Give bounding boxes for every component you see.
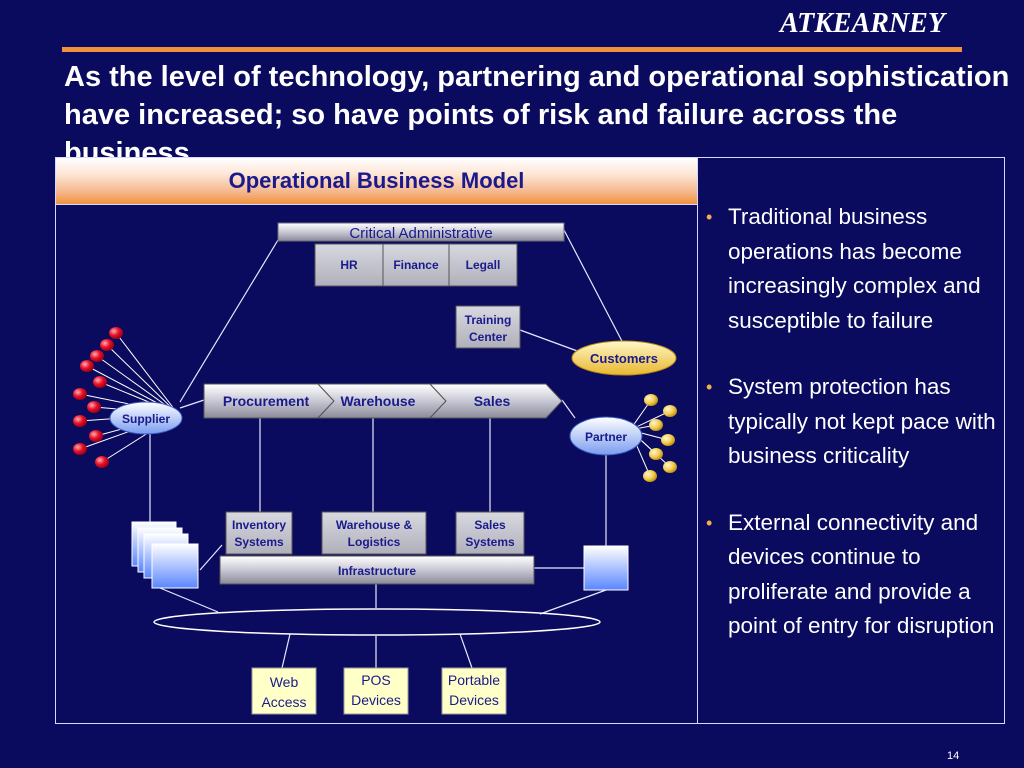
svg-text:Systems: Systems xyxy=(465,535,515,549)
bullet-text: External connectivity and devices contin… xyxy=(728,509,995,639)
bullet-item: • System protection has typically not ke… xyxy=(706,370,1006,474)
partner-node xyxy=(661,434,675,446)
supplier-node xyxy=(93,376,107,388)
bullet-icon: • xyxy=(706,512,713,533)
systems-boxes: Inventory Systems Warehouse & Logistics … xyxy=(225,511,525,555)
customers-label: Customers xyxy=(590,351,658,366)
svg-text:Inventory: Inventory xyxy=(232,518,286,532)
value-chain: Procurement Warehouse Sales xyxy=(203,383,563,419)
bullet-list: • Traditional business operations has be… xyxy=(706,200,1006,676)
partner-node xyxy=(663,461,677,473)
partner-label: Partner xyxy=(585,430,627,444)
supplier-node xyxy=(73,443,87,455)
svg-text:Center: Center xyxy=(469,330,507,344)
header-rule xyxy=(62,47,962,52)
svg-text:Devices: Devices xyxy=(449,692,499,708)
supplier-node xyxy=(90,350,104,362)
svg-text:Access: Access xyxy=(261,694,306,710)
svg-text:Logistics: Logistics xyxy=(348,535,401,549)
sales-label: Sales xyxy=(474,393,511,409)
supplier-node xyxy=(95,456,109,468)
supplier-nodes xyxy=(73,327,123,468)
panel-divider xyxy=(697,157,698,724)
bullet-item: • External connectivity and devices cont… xyxy=(706,506,1006,644)
diagram-header: Operational Business Model xyxy=(56,158,697,204)
svg-text:Systems: Systems xyxy=(234,535,284,549)
supplier-node xyxy=(87,401,101,413)
partner-node xyxy=(643,470,657,482)
bullet-icon: • xyxy=(706,207,713,227)
supplier-oval: Supplier xyxy=(109,401,183,435)
content-frame xyxy=(55,157,1005,724)
supplier-node xyxy=(89,430,103,442)
supplier-label: Supplier xyxy=(122,412,170,426)
partner-node xyxy=(663,405,677,417)
svg-text:Portable: Portable xyxy=(448,672,500,688)
supplier-node xyxy=(80,360,94,372)
procurement-label: Procurement xyxy=(223,393,310,409)
diagram-header-text: Operational Business Model xyxy=(228,168,525,193)
hr-box-label: HR xyxy=(340,258,358,272)
partner-node xyxy=(649,419,663,431)
svg-text:Training: Training xyxy=(465,313,512,327)
bullet-text: Traditional business operations has beco… xyxy=(728,204,981,333)
partner-node xyxy=(644,394,658,406)
network-ellipse xyxy=(153,608,601,636)
svg-text:Warehouse &: Warehouse & xyxy=(336,518,413,532)
page-number: 14 xyxy=(947,750,960,762)
partner-node xyxy=(649,448,663,460)
supplier-node xyxy=(73,388,87,400)
device-boxes: Web Access POS Devices Portable Devices xyxy=(251,667,507,715)
supplier-node xyxy=(100,339,114,351)
partner-nodes xyxy=(643,394,677,482)
training-center-box: Training Center xyxy=(455,305,521,349)
svg-text:Devices: Devices xyxy=(351,692,401,708)
bullet-item: • Traditional business operations has be… xyxy=(706,200,1006,338)
critical-admin-label: Critical Administrative xyxy=(349,225,492,242)
infrastructure-bar: Infrastructure xyxy=(219,555,535,585)
supplier-node xyxy=(109,327,123,339)
critical-admin-bar: Critical Administrative xyxy=(277,222,565,242)
admin-boxes: HR Finance Legall xyxy=(314,243,518,287)
infrastructure-label: Infrastructure xyxy=(338,564,416,578)
finance-box-label: Finance xyxy=(393,258,439,272)
logo-text: ATKEARNEY xyxy=(778,8,948,38)
partner-oval: Partner xyxy=(569,416,643,456)
warehouse-label: Warehouse xyxy=(341,393,416,409)
connector-lines xyxy=(149,229,625,669)
supplier-servers-icon xyxy=(131,521,199,589)
svg-text:Web: Web xyxy=(270,674,299,690)
customers-oval: Customers xyxy=(571,340,677,376)
atkearney-logo: ATKEARNEY xyxy=(778,8,948,38)
partner-server-icon xyxy=(583,545,629,591)
svg-text:POS: POS xyxy=(361,672,391,688)
supplier-node xyxy=(73,415,87,427)
bullet-text: System protection has typically not kept… xyxy=(728,374,996,468)
legal-box-label: Legall xyxy=(466,258,501,272)
header-underline xyxy=(56,204,697,205)
svg-text:Sales: Sales xyxy=(474,518,506,532)
bullet-icon: • xyxy=(706,377,713,397)
